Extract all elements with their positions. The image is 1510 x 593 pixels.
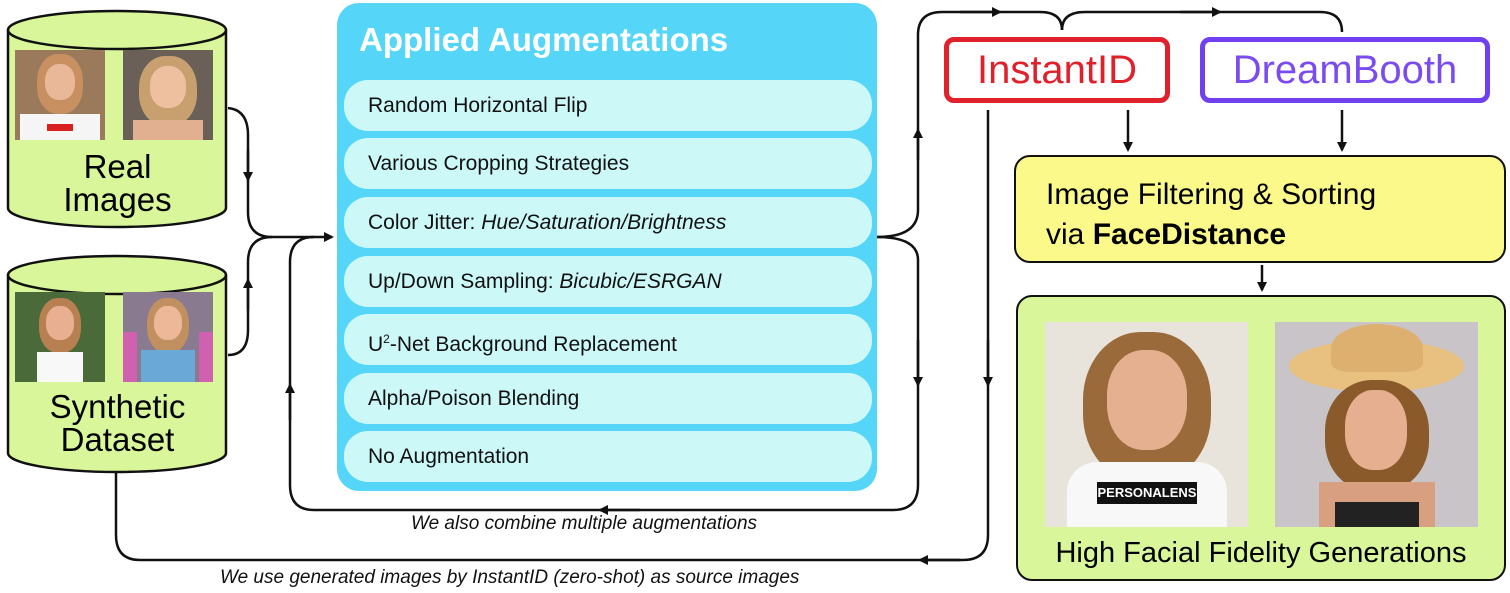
- output-image-dreambooth: [1275, 322, 1478, 527]
- output-title: High Facial Fidelity Generations: [1055, 537, 1467, 569]
- aug-item-color-jitter: Color Jitter: Hue/Saturation/Brightness: [344, 197, 872, 248]
- synthetic-image-1: [15, 292, 105, 382]
- filtering-via: via: [1046, 218, 1093, 251]
- aug-to-models-connector: [876, 10, 1064, 239]
- synthetic-to-aug-connector: [227, 235, 273, 357]
- synthetic-dataset-label-line1: Synthetic: [49, 388, 186, 425]
- source-caption: We use generated images by InstantID (ze…: [220, 567, 800, 588]
- aug-item-background-replacement: U2-Net Background Replacement: [344, 314, 872, 365]
- to-dreambooth-connector: [1060, 10, 1344, 33]
- aug-item-no-augmentation: No Augmentation: [344, 431, 872, 482]
- filtering-line1: Image Filtering & Sorting: [1046, 178, 1377, 211]
- aug-item-text: Up/Down Sampling:: [368, 270, 560, 293]
- instantid-box: InstantID: [944, 37, 1170, 103]
- synthetic-dataset-label-line2: Dataset: [60, 421, 175, 458]
- synthetic-dataset-label: Synthetic Dataset: [5, 390, 230, 456]
- output-image-instantid: PERSONALENS: [1045, 322, 1248, 527]
- aug-item-text: Various Cropping Strategies: [368, 152, 630, 175]
- shirt-print-text: PERSONALENS: [1097, 485, 1197, 500]
- aug-item-cropping: Various Cropping Strategies: [344, 138, 872, 189]
- real-image-2: [123, 50, 213, 140]
- aug-item-italic: Hue/Saturation/Brightness: [481, 211, 727, 234]
- aug-item-prefix: U: [368, 333, 384, 356]
- aug-item-text: No Augmentation: [368, 445, 530, 468]
- aug-item-italic: Bicubic/ESRGAN: [559, 270, 722, 293]
- combine-caption: We also combine multiple augmentations: [411, 513, 758, 534]
- dreambooth-box: DreamBooth: [1200, 37, 1490, 103]
- filtering-box: Image Filtering & Sorting via FaceDistan…: [1014, 155, 1506, 263]
- aug-item-text: Alpha/Poison Blending: [368, 387, 580, 410]
- real-image-1: [15, 50, 105, 140]
- augmentations-title: Applied Augmentations: [359, 21, 729, 58]
- real-to-aug-connector: [227, 106, 334, 242]
- synthetic-image-2: [123, 292, 213, 382]
- real-images-label-line1: Real: [83, 148, 152, 185]
- facedistance-label: FaceDistance: [1092, 218, 1287, 251]
- instantid-label: InstantID: [976, 48, 1138, 92]
- aug-item-sampling: Up/Down Sampling: Bicubic/ESRGAN: [344, 256, 872, 307]
- real-images-label-line2: Images: [63, 181, 172, 218]
- aug-item-horizontal-flip: Random Horizontal Flip: [344, 80, 872, 131]
- instantid-source-loop: [114, 110, 990, 562]
- shirt-print: PERSONALENS: [1097, 482, 1197, 504]
- aug-item-text: Random Horizontal Flip: [368, 94, 588, 117]
- aug-item-text: Color Jitter:: [368, 211, 482, 234]
- aug-item-text: -Net Background Replacement: [389, 333, 678, 356]
- augmentations-panel: Applied Augmentations Random Horizontal …: [337, 3, 877, 491]
- filtering-line2: via FaceDistance: [1046, 215, 1504, 255]
- output-box: PERSONALENS High Facial Fidelity Generat…: [1016, 295, 1506, 581]
- aug-item-blending: Alpha/Poison Blending: [344, 373, 872, 424]
- aug-item-superscript: 2: [383, 332, 390, 346]
- dreambooth-label: DreamBooth: [1232, 48, 1458, 92]
- real-images-label: Real Images: [5, 150, 230, 216]
